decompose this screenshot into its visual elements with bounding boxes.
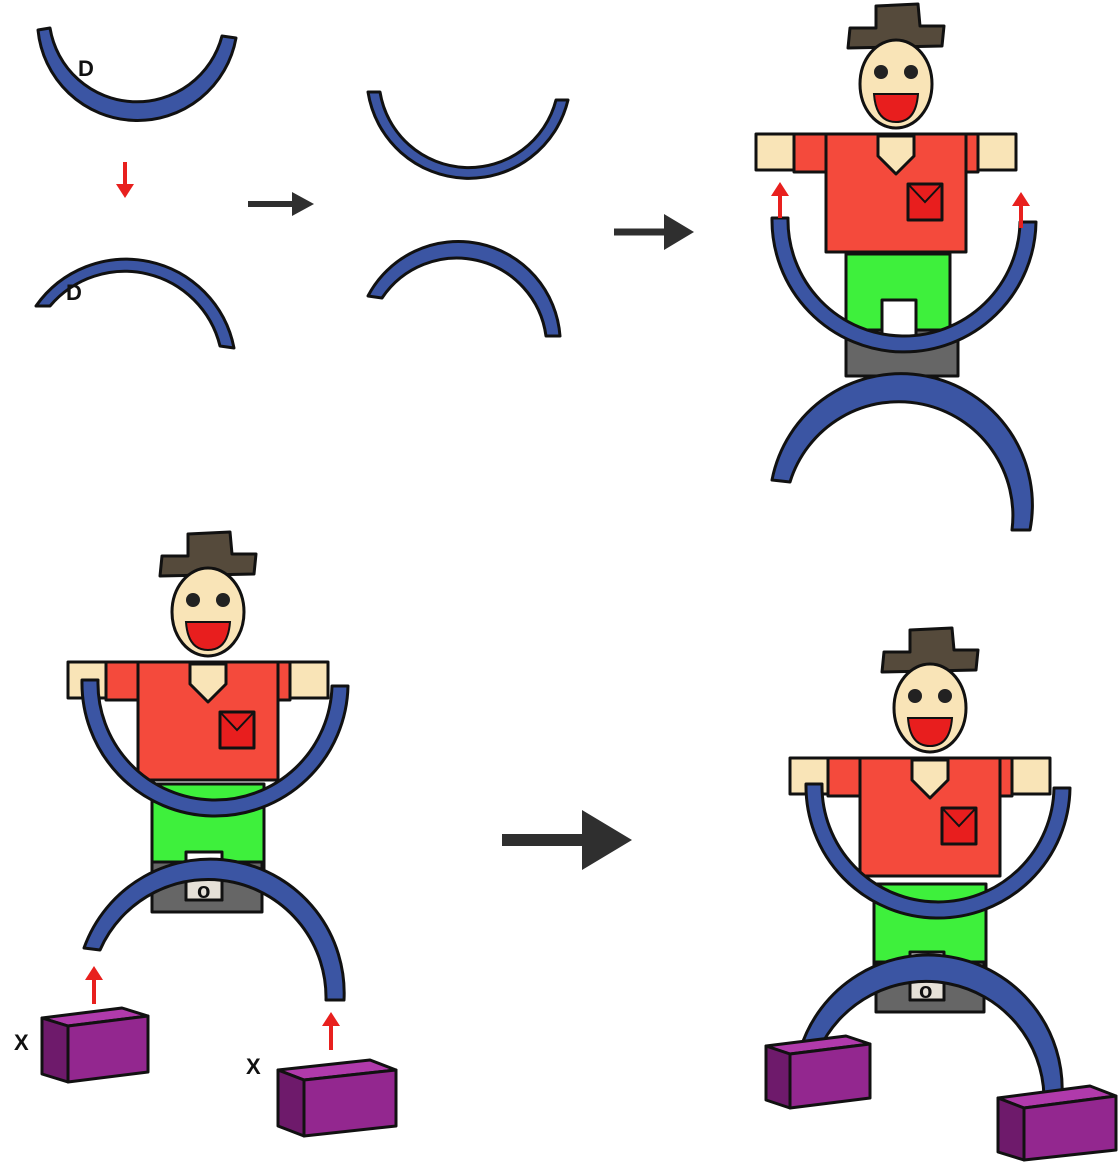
red-arrow-up-block-right	[322, 1012, 340, 1050]
step-arrow-2	[614, 214, 694, 250]
step1-top-arc	[38, 28, 236, 120]
block-left	[42, 1008, 148, 1082]
x-label-left: X	[14, 1030, 29, 1055]
step2-joined-arcs	[368, 92, 568, 336]
step-arrow-3	[502, 810, 632, 870]
step4-figure	[68, 532, 348, 1000]
step3-figure	[756, 4, 1036, 530]
d-label-top: D	[78, 56, 94, 81]
step5-figure	[790, 628, 1070, 1096]
block-final-left	[766, 1036, 870, 1108]
button-label-step4: o	[197, 878, 210, 903]
block-right	[278, 1060, 396, 1136]
button-label-step5: o	[919, 978, 932, 1003]
x-label-right: X	[246, 1054, 261, 1079]
step-arrow-1	[248, 192, 314, 216]
d-label-bottom: D	[66, 280, 82, 305]
red-arrow-down	[116, 162, 134, 198]
red-arrow-up-block-left	[85, 966, 103, 1004]
red-arrow-up-left	[771, 182, 789, 218]
block-final-right	[998, 1086, 1116, 1160]
